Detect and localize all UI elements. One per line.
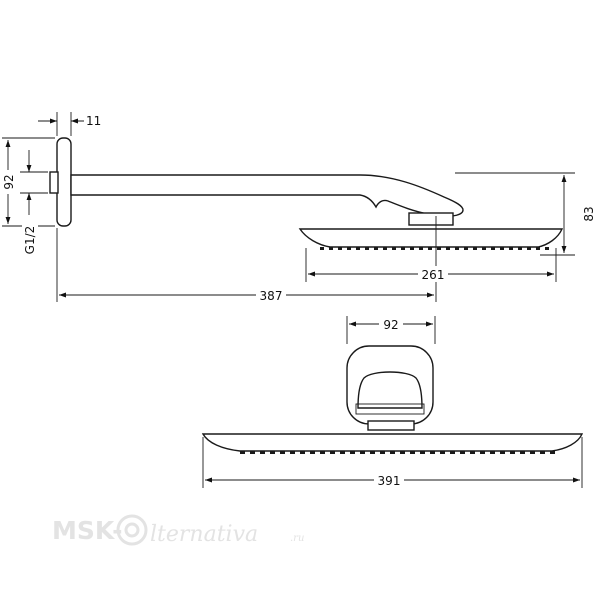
nozzle [490, 451, 495, 454]
front-view [201, 345, 584, 454]
side-view [49, 137, 564, 250]
nozzle [527, 247, 531, 250]
watermark-logo: MSK- lternativa .ru [52, 514, 304, 547]
nozzle [419, 247, 423, 250]
nozzle [460, 451, 465, 454]
nozzle [374, 247, 378, 250]
dim-flange-depth: 11 [86, 114, 101, 128]
nozzle [510, 451, 515, 454]
arm-connector [408, 212, 454, 226]
mount-opening [357, 371, 423, 409]
nozzle [400, 451, 405, 454]
nozzle [340, 451, 345, 454]
nozzle [530, 451, 535, 454]
nozzle [240, 451, 245, 454]
nozzle [338, 247, 342, 250]
nozzle [380, 451, 385, 454]
nozzle [470, 451, 475, 454]
shower-arm [70, 174, 464, 217]
nozzle [320, 451, 325, 454]
nozzle [329, 247, 333, 250]
nozzle [520, 451, 525, 454]
dimension-lines [2, 112, 583, 488]
nozzle [410, 451, 415, 454]
nozzle [410, 247, 414, 250]
nozzle [440, 451, 445, 454]
dim-arm-length: 387 [260, 289, 283, 303]
nozzle [401, 247, 405, 250]
svg-text:MSK-: MSK- [52, 516, 122, 545]
wall-flange [56, 137, 72, 227]
nozzle [300, 451, 305, 454]
nozzle [509, 247, 513, 250]
nozzle [390, 451, 395, 454]
mount-inner-bar [355, 403, 425, 415]
nozzle [464, 247, 468, 250]
side-nozzles [320, 247, 549, 250]
nozzle [370, 451, 375, 454]
dim-head-width-front: 391 [378, 474, 401, 488]
nozzle [500, 451, 505, 454]
svg-text:.ru: .ru [290, 533, 304, 544]
nozzle [365, 247, 369, 250]
dim-head-width-side: 261 [422, 268, 445, 282]
nozzle [347, 247, 351, 250]
nozzle [428, 247, 432, 250]
nozzle [260, 451, 265, 454]
nozzle [540, 451, 545, 454]
nozzle [480, 451, 485, 454]
nozzle [290, 451, 295, 454]
thread-connector [49, 171, 59, 194]
nozzle [473, 247, 477, 250]
nozzle [430, 451, 435, 454]
nozzle [330, 451, 335, 454]
nozzle [320, 247, 324, 250]
nozzle [550, 451, 555, 454]
dim-thread: G1/2 [23, 226, 37, 255]
nozzle [545, 247, 549, 250]
nozzle [270, 451, 275, 454]
dim-flange-height: 92 [2, 174, 16, 189]
nozzle [310, 451, 315, 454]
nozzle [392, 247, 396, 250]
nozzle [437, 247, 441, 250]
nozzle [360, 451, 365, 454]
nozzle [383, 247, 387, 250]
nozzle [450, 451, 455, 454]
nozzle [536, 247, 540, 250]
nozzle [518, 247, 522, 250]
dim-head-height: 83 [582, 206, 596, 221]
nozzle [482, 247, 486, 250]
head-side-plate [298, 228, 564, 248]
nozzle [280, 451, 285, 454]
mount-base [367, 420, 415, 431]
nozzle [455, 247, 459, 250]
dim-mount-width: 92 [383, 318, 398, 332]
nozzle [356, 247, 360, 250]
nozzle [500, 247, 504, 250]
nozzle [491, 247, 495, 250]
head-front-plate [201, 433, 584, 452]
nozzle [446, 247, 450, 250]
nozzle [420, 451, 425, 454]
nozzle [250, 451, 255, 454]
nozzle [350, 451, 355, 454]
svg-text:lternativa: lternativa [150, 522, 258, 547]
front-nozzles [240, 451, 555, 454]
